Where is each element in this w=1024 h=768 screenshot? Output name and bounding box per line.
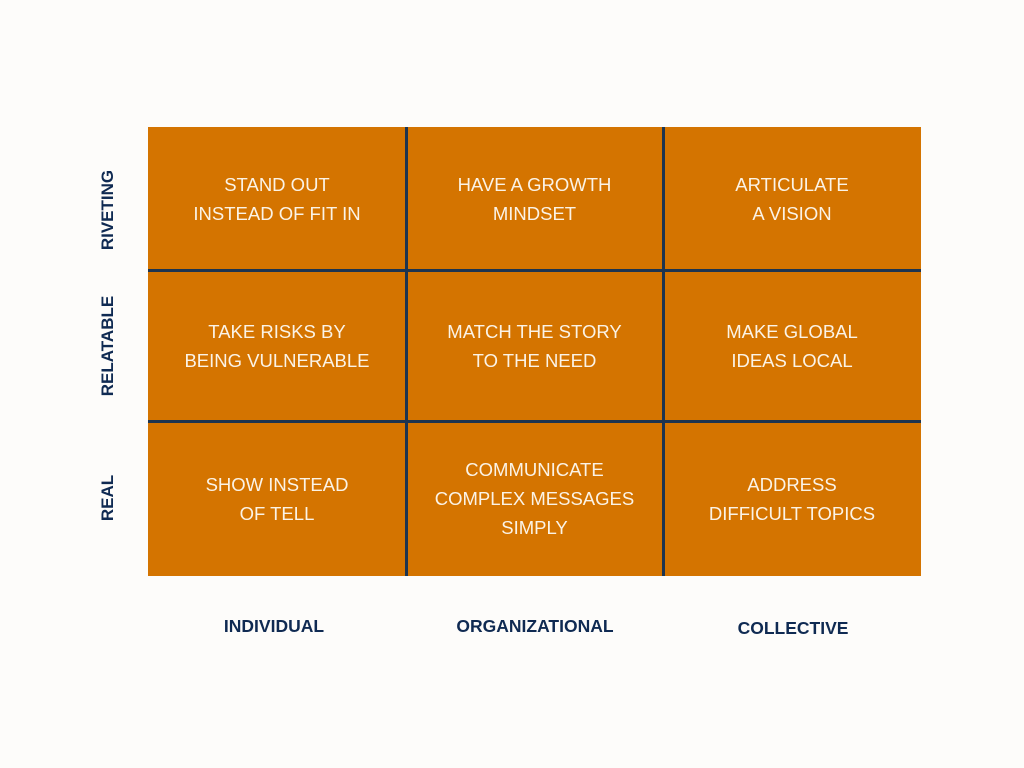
- cell-relatable-individual: TAKE RISKS BY BEING VULNERABLE: [184, 320, 370, 371]
- column-label-individual: INDIVIDUAL: [223, 616, 325, 636]
- cell-relatable-organizational: MATCH THE STORY TO THE NEED: [447, 320, 622, 371]
- cell-riveting-organizational: HAVE A GROWTH MINDSET: [457, 173, 612, 224]
- grid-divider-horizontal-1: [148, 269, 921, 272]
- column-label-organizational: ORGANIZATIONAL: [456, 616, 614, 636]
- column-label-collective: COLLECTIVE: [737, 618, 849, 638]
- grid-divider-vertical-1: [405, 127, 408, 576]
- grid-divider-horizontal-2: [148, 420, 921, 423]
- cell-riveting-collective: ARTICULATE A VISION: [735, 173, 849, 224]
- row-label-real: REAL: [98, 474, 117, 522]
- cell-real-organizational: COMMUNICATE COMPLEX MESSAGES SIMPLY: [434, 459, 635, 538]
- cell-riveting-individual: STAND OUT INSTEAD OF FIT IN: [193, 173, 361, 224]
- grid-divider-vertical-2: [662, 127, 665, 576]
- cell-real-collective: ADDRESS DIFFICULT TOPICS: [708, 473, 876, 524]
- cell-real-individual: SHOW INSTEAD OF TELL: [205, 473, 349, 524]
- cell-relatable-collective: MAKE GLOBAL IDEAS LOCAL: [726, 320, 858, 371]
- matrix-grid: STAND OUT INSTEAD OF FIT IN HAVE A GROWT…: [148, 127, 921, 576]
